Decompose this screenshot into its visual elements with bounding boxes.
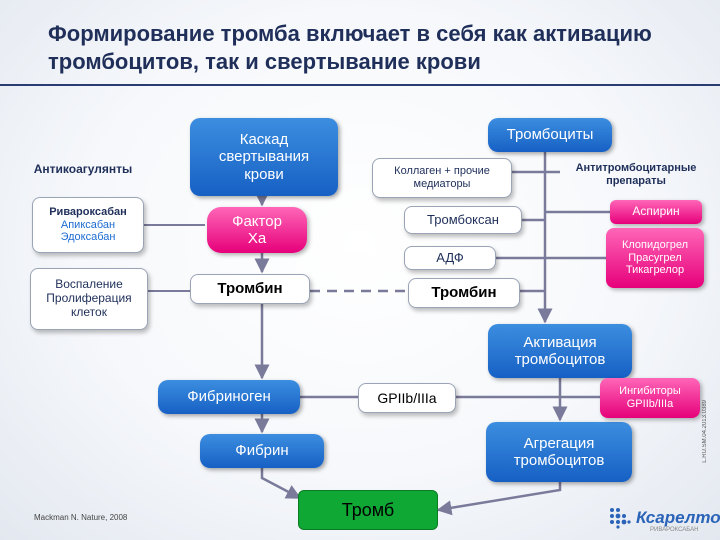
aspirin-box: Аспирин (610, 200, 702, 224)
coagulation-cascade-box: Каскад свертывания крови (190, 118, 338, 196)
collagen-box: Коллаген + прочие медиаторы (372, 158, 512, 198)
anticoagulant-drugs-box: Ривароксабан Апиксабан Эдоксабан (32, 197, 144, 253)
platelets-box: Тромбоциты (488, 118, 612, 152)
fibrinogen-box: Фибриноген (158, 380, 300, 414)
gp-receptor-box: GPIIb/IIIa (358, 383, 456, 413)
fibrin-box: Фибрин (200, 434, 324, 468)
adp-box: АДФ (404, 246, 496, 270)
platelet-activation-box: Активация тромбоцитов (488, 324, 632, 378)
thrombin-left-box: Тромбин (190, 274, 310, 304)
thrombus-box: Тромб (298, 490, 438, 530)
xarelto-logo: Ксарелто (608, 506, 720, 530)
platelet-aggregation-box: Агрегация тромбоцитов (486, 422, 632, 482)
anticoagulants-label: Антикоагулянты (33, 162, 133, 176)
drug-rivaroxaban: Ривароксабан (49, 206, 127, 219)
aggregation-to-thrombus (436, 482, 562, 516)
logo-text: Ксарелто (636, 508, 720, 527)
source-citation: Mackman N. Nature, 2008 (34, 513, 128, 522)
logo-mark-icon (610, 508, 631, 529)
thrombin-right-box: Тромбин (408, 278, 520, 308)
gp-inhibitors-box: Ингибиторы GPIIb/IIIa (600, 378, 700, 418)
drug-apixaban: Апиксабан (60, 218, 116, 231)
inflammation-box: Воспаление Пролиферация клеток (30, 268, 148, 330)
title-underline (0, 84, 720, 86)
fibrin-to-thrombus (260, 466, 302, 500)
antiplatelet-label: Антитромбоцитарные препараты (575, 162, 697, 187)
factor-xa-box: Фактор Xa (207, 207, 307, 253)
logo-subtitle: РИВАРОКСАБАН (650, 527, 699, 533)
drug-edoxaban: Эдоксабан (60, 231, 116, 244)
slide-title: Формирование тромба включает в себя как … (48, 21, 652, 74)
thromboxane-box: Тромбоксан (404, 206, 522, 234)
p2y12-inhibitors-box: Клопидогрел Прасугрел Тикагрелор (606, 228, 704, 288)
side-reference-code: L.RU.SM.04.2013.0389 (702, 400, 708, 463)
